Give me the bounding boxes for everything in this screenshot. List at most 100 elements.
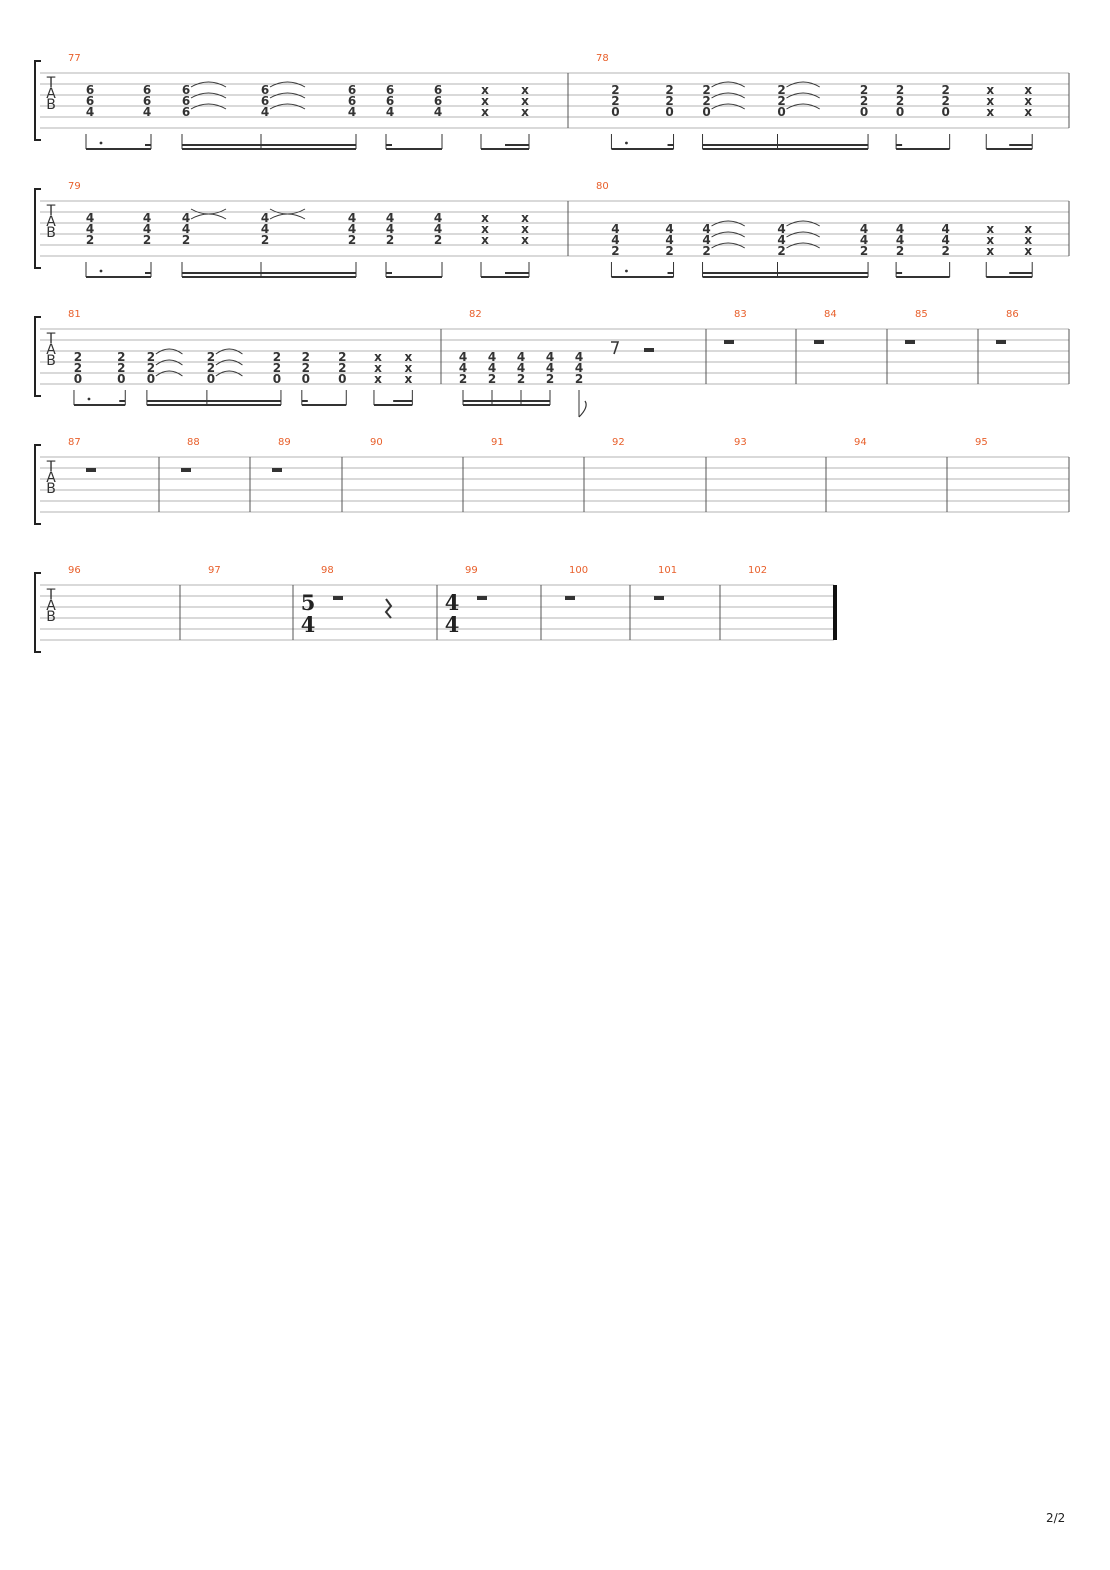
fret-number: 4 (86, 222, 94, 236)
fret-number: 0 (207, 372, 215, 386)
fret-number: 2 (273, 350, 281, 364)
tab-clef-letter: B (46, 353, 56, 369)
fret-number: 4 (611, 222, 619, 236)
fret-number: 4 (348, 211, 356, 225)
fret-number: x (481, 105, 489, 119)
fret-number: 4 (488, 361, 496, 375)
fret-number: 0 (896, 105, 904, 119)
measure-number: 98 (321, 565, 334, 576)
tab-clef-letter: B (46, 609, 56, 625)
fret-number: 4 (702, 222, 710, 236)
fret-number: x (481, 94, 489, 108)
fret-number: 2 (941, 83, 949, 97)
measure-number: 100 (569, 565, 588, 576)
time-signature-top: 5 (301, 590, 316, 615)
fret-number: 4 (261, 222, 269, 236)
fret-number: 0 (611, 105, 619, 119)
fret-number: 0 (117, 372, 125, 386)
fret-number: x (481, 83, 489, 97)
measure-number: 95 (975, 437, 988, 448)
fret-number: 2 (434, 233, 442, 247)
fret-number: x (521, 222, 529, 236)
fret-number: 4 (459, 361, 467, 375)
tie (711, 81, 746, 88)
measure-number: 91 (491, 437, 504, 448)
fret-number: 2 (896, 244, 904, 258)
fret-number: x (481, 222, 489, 236)
system-bracket (34, 60, 41, 141)
fret-number: x (481, 211, 489, 225)
fret-number: 2 (611, 94, 619, 108)
measure-number: 93 (734, 437, 747, 448)
tie (269, 92, 306, 99)
fret-number: 2 (941, 94, 949, 108)
time-signature-4-4: 44 (445, 590, 460, 637)
fret-number: x (521, 94, 529, 108)
measure-number: 86 (1006, 309, 1019, 320)
fret-number: 6 (434, 94, 442, 108)
measure-number: 89 (278, 437, 291, 448)
tie (215, 370, 243, 377)
fret-number: x (481, 233, 489, 247)
fret-number: 2 (86, 233, 94, 247)
fret-number: x (986, 105, 994, 119)
fret-number: 2 (117, 361, 125, 375)
fret-number: 6 (182, 94, 190, 108)
fret-number: 2 (546, 372, 554, 386)
fret-number: 4 (665, 222, 673, 236)
fret-number: 0 (74, 372, 82, 386)
fret-number: 2 (575, 372, 583, 386)
system-bracket (34, 188, 41, 269)
tab-clef-letter: T (46, 459, 56, 475)
fret-number: 4 (575, 361, 583, 375)
fret-number: x (521, 211, 529, 225)
fret-number: 0 (273, 372, 281, 386)
fret-number: 2 (207, 350, 215, 364)
fret-number: 2 (207, 361, 215, 375)
fret-number: 2 (860, 244, 868, 258)
fret-number: 4 (348, 222, 356, 236)
fret-number: 4 (348, 105, 356, 119)
tab-clef-letter: B (46, 97, 56, 113)
fret-number: x (521, 233, 529, 247)
measure-number: 85 (915, 309, 928, 320)
tie (786, 81, 820, 88)
tie (711, 242, 746, 249)
whole-rest (477, 596, 487, 600)
fret-number: 2 (302, 350, 310, 364)
final-barline (833, 585, 837, 640)
fret-number: x (374, 361, 382, 375)
tie (155, 370, 183, 377)
measure-number: 101 (658, 565, 677, 576)
tie (269, 103, 306, 110)
fret-number: 2 (182, 233, 190, 247)
fret-number: 4 (261, 211, 269, 225)
fret-number: x (986, 222, 994, 236)
dot (99, 269, 103, 273)
fret-number: 0 (941, 105, 949, 119)
whole-rest (996, 340, 1006, 344)
fret-number: 2 (74, 361, 82, 375)
fret-number: 6 (182, 105, 190, 119)
measure-number: 84 (824, 309, 837, 320)
fret-number: 2 (143, 233, 151, 247)
page-number: 2/2 (1046, 1511, 1066, 1525)
measure-number: 87 (68, 437, 81, 448)
tab-clef-letter: T (46, 203, 56, 219)
tab-clef-letter: A (46, 214, 56, 230)
fret-number: 2 (488, 372, 496, 386)
fret-number: 4 (546, 350, 554, 364)
fret-number: 2 (665, 94, 673, 108)
fret-number: 2 (74, 350, 82, 364)
fret-number: 4 (386, 222, 394, 236)
fret-number: x (1024, 244, 1032, 258)
dot (87, 397, 91, 401)
system-bracket (34, 444, 41, 525)
time-signature-5-4: 54 (301, 590, 316, 637)
tie (190, 103, 227, 110)
fret-number: x (986, 233, 994, 247)
half-rest (644, 348, 654, 352)
